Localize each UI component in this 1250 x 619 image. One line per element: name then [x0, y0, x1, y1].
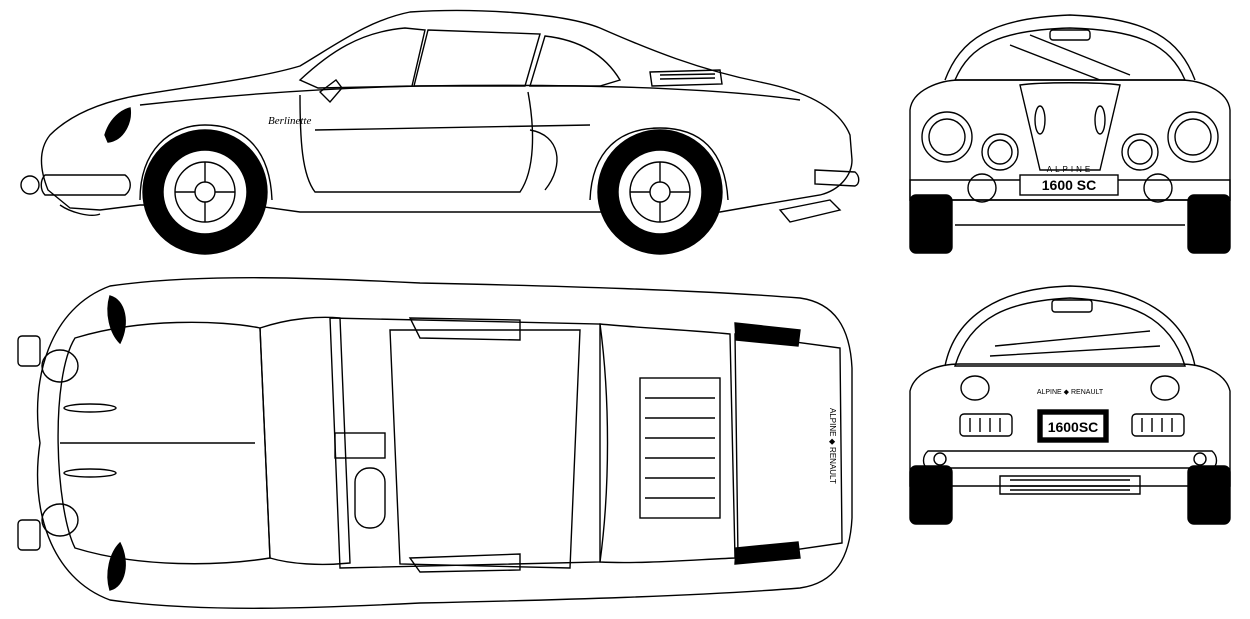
rear-plate-text: 1600SC	[1048, 419, 1099, 435]
front-body	[909, 79, 1231, 201]
front-bumper	[40, 174, 131, 196]
top-view-svg: ALPINE ◆ RENAULT	[17, 277, 853, 609]
cabin	[329, 317, 609, 569]
top-emblem: ALPINE ◆ RENAULT	[828, 408, 837, 484]
engine-cover	[734, 333, 843, 559]
rear-arch	[589, 127, 729, 201]
side-view-svg: Berlinette	[20, 9, 860, 255]
rear-roof	[944, 285, 1196, 367]
window-side	[413, 29, 541, 87]
rear-wheel	[597, 129, 723, 255]
windshield	[259, 316, 351, 566]
front-view-svg: 1600 SC ALPINE	[909, 14, 1231, 254]
front-view-drawing: 1600 SC ALPINE	[900, 0, 1240, 262]
headlight	[104, 107, 131, 143]
front-tyre-left	[909, 194, 953, 254]
rear-window	[599, 323, 736, 564]
rear-view-drawing: ALPINE ◆ RENAULT 1600SC	[900, 276, 1240, 619]
rear-bumper	[814, 169, 860, 187]
front-plate	[1019, 174, 1119, 196]
steering-wheel	[354, 467, 386, 529]
rear-emblem: ALPINE ◆ RENAULT	[1037, 389, 1104, 396]
fog-lamp	[20, 175, 40, 195]
top-outline	[36, 277, 853, 609]
side-view-drawing: Berlinette	[0, 0, 870, 262]
body-outline	[40, 9, 853, 213]
front-tyre-right	[1187, 194, 1231, 254]
window-rear	[529, 35, 622, 87]
fog-lamp-right	[1143, 173, 1173, 203]
rear-body	[909, 363, 1231, 487]
front-brand: ALPINE	[1047, 165, 1093, 174]
side-badge: Berlinette	[268, 115, 311, 127]
door	[299, 91, 534, 193]
window-front	[298, 27, 426, 89]
tail-light-right	[1131, 413, 1185, 437]
rear-exhaust	[999, 475, 1141, 495]
rear-window-glass	[954, 297, 1186, 367]
front-headlights	[921, 105, 1219, 171]
front-plate-text: 1600 SC	[1042, 177, 1096, 193]
mirror	[318, 79, 343, 104]
rear-tyre-right	[1187, 465, 1231, 525]
top-headlight-right	[107, 541, 126, 591]
rear-view-svg: ALPINE ◆ RENAULT 1600SC	[909, 285, 1231, 525]
fog-lamp-left	[967, 173, 997, 203]
front-wheel	[142, 129, 268, 255]
top-headlight-left	[107, 295, 126, 345]
top-view-drawing: ALPINE ◆ RENAULT	[0, 268, 870, 619]
tail-light-left	[959, 413, 1013, 437]
hood	[57, 321, 271, 565]
front-arch	[139, 124, 273, 201]
rear-tyre-left	[909, 465, 953, 525]
front-roof	[944, 14, 1196, 81]
front-windshield	[953, 27, 1187, 81]
exhaust	[778, 199, 842, 223]
